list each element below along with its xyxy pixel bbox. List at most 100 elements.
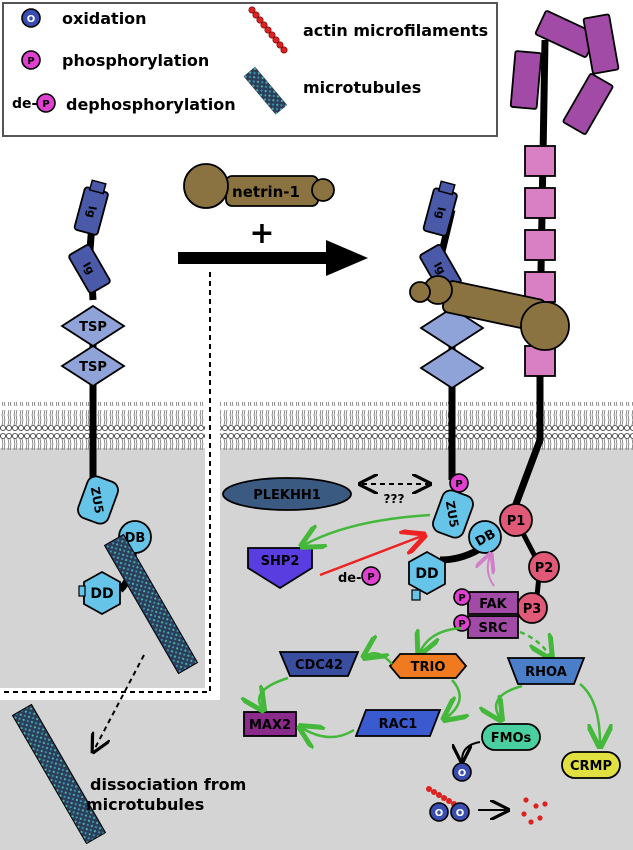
right-ig-domain-1: [422, 180, 458, 237]
left-ig-label-1: Ig: [84, 205, 99, 219]
left-zu5-label: ZU5: [88, 486, 106, 515]
actin-label: actin microfilaments: [303, 21, 488, 40]
p1-label: P1: [507, 514, 526, 529]
phosphorylation-label: phosphorylation: [62, 51, 209, 70]
dephospho-icon: [36, 93, 56, 113]
left-dd-domain: [83, 570, 121, 616]
right-ig-label-2: Ig: [431, 260, 448, 277]
de-prefix: de-: [12, 96, 38, 112]
trio-to-rac1-arrow: [446, 679, 460, 718]
right-zu5-phospho-glyph: P: [455, 479, 462, 490]
purple-domain-1: [509, 50, 543, 110]
pink-domain-2: [524, 187, 556, 219]
phospho-glyph: P: [27, 56, 34, 67]
shp2-dephospho-arrow: [319, 536, 422, 577]
dephospho-marker-glyph: P: [367, 572, 374, 583]
p-domains: P1 P2 P3: [499, 503, 560, 624]
dephospho-marker-icon: [361, 566, 381, 586]
plekhh1-label: PLEKHH1: [253, 488, 321, 503]
crmp-label: CRMP: [570, 759, 612, 774]
rac1-label: RAC1: [379, 717, 418, 732]
left-receptor: Ig Ig TSP TSP ZU5 DB DD: [60, 179, 199, 675]
dissociation-caption-2: microtubules: [86, 795, 204, 814]
oxidation-glyph-2: O: [435, 808, 444, 819]
legend-dephosphorylation: de- P dephosphorylation: [12, 93, 236, 114]
activation-arrow: [178, 240, 368, 276]
plus-sign: +: [249, 216, 274, 251]
legend-phosphorylation: P phosphorylation: [21, 50, 209, 70]
purple-domain-3: [582, 13, 620, 75]
purple-domain-4: [562, 73, 614, 135]
left-tsp-2: [60, 344, 126, 388]
dephospho-glyph: P: [42, 99, 49, 110]
left-microtubule: [103, 533, 199, 675]
rhoa-to-crmp-arrow: [579, 683, 600, 744]
microtubule-icon: [243, 66, 288, 115]
dephosphorylation-label: dephosphorylation: [66, 95, 236, 114]
fak-to-db-arrow: [488, 556, 494, 587]
left-membrane: [0, 402, 205, 450]
legend-oxidation: O oxidation: [21, 8, 147, 28]
p2-label: P2: [535, 561, 554, 576]
cdc42-label: CDC42: [295, 658, 343, 673]
crmp-node: [561, 751, 621, 779]
cdc42-node: [278, 651, 360, 677]
oxidation-label: oxidation: [62, 9, 147, 28]
dissociation-caption-1: dissociation from: [90, 775, 246, 794]
pink-domain-3: [524, 229, 556, 261]
fak-to-trio-arrow: [420, 626, 463, 652]
microtubules-label: microtubules: [303, 78, 421, 97]
right-dd-domain: [408, 550, 446, 596]
right-ig-label-1: Ig: [433, 206, 448, 220]
right-zu5-label: ZU5: [443, 500, 461, 529]
left-dd-label: DD: [90, 586, 113, 602]
src-label: SRC: [479, 621, 508, 636]
right-membrane: [220, 402, 633, 450]
left-db-label: DB: [125, 531, 146, 546]
rhoa-to-fmos-arrow: [496, 684, 523, 718]
shp2-label: SHP2: [261, 554, 300, 569]
oxidation-glyph: O: [27, 14, 36, 25]
oxidation-glyph-1: O: [458, 768, 467, 779]
p2-domain: [528, 551, 560, 583]
p1-domain: [499, 503, 533, 537]
fak-label: FAK: [479, 597, 507, 612]
left-ig-domain-1: [73, 179, 109, 236]
oxidation-icon: [21, 8, 41, 28]
oxidation-marker-2: [429, 802, 449, 822]
de-prefix-label: de-: [338, 571, 362, 586]
legend-actin: actin microfilaments: [248, 6, 488, 54]
left-tsp-label-2: TSP: [79, 360, 107, 375]
phospho-icon: [21, 50, 41, 70]
right-receptor: P ZU5 DB DD: [408, 180, 570, 601]
oxidation-marker-1: [452, 762, 472, 782]
left-zu5-domain: [77, 475, 119, 525]
src-to-rhoa-arrow: [519, 630, 550, 656]
cdc42-to-max2-arrow: [259, 676, 289, 708]
trio-to-cdc42-arrow: [366, 653, 393, 665]
legend-box: [2, 2, 498, 137]
max2-label: MAX2: [249, 718, 291, 733]
right-zu5-domain: [432, 489, 474, 539]
fmos-to-actin-arrow: [462, 741, 481, 760]
right-coreceptor: [506, 10, 620, 522]
fak-phospho-icon: [453, 588, 471, 606]
rac1-to-max2-arrow: [302, 728, 355, 737]
src-phospho-glyph: P: [458, 619, 465, 630]
trio-label: TRIO: [411, 660, 446, 675]
pink-domain-1: [524, 145, 556, 177]
p3-label: P3: [523, 602, 542, 617]
rhoa-node: [506, 657, 586, 685]
left-ig-label-2: Ig: [80, 260, 97, 277]
plekhh1-node: [222, 477, 352, 511]
right-dd-label: DD: [415, 566, 438, 582]
pink-domain-5: [524, 345, 556, 377]
zu5-to-shp2-arrow: [304, 513, 431, 545]
oxidation-marker-3: [450, 802, 470, 822]
bound-netrin: [409, 275, 570, 351]
trio-node: [388, 653, 468, 679]
rac1-node: [354, 709, 442, 737]
right-tsp-2: [419, 346, 485, 390]
